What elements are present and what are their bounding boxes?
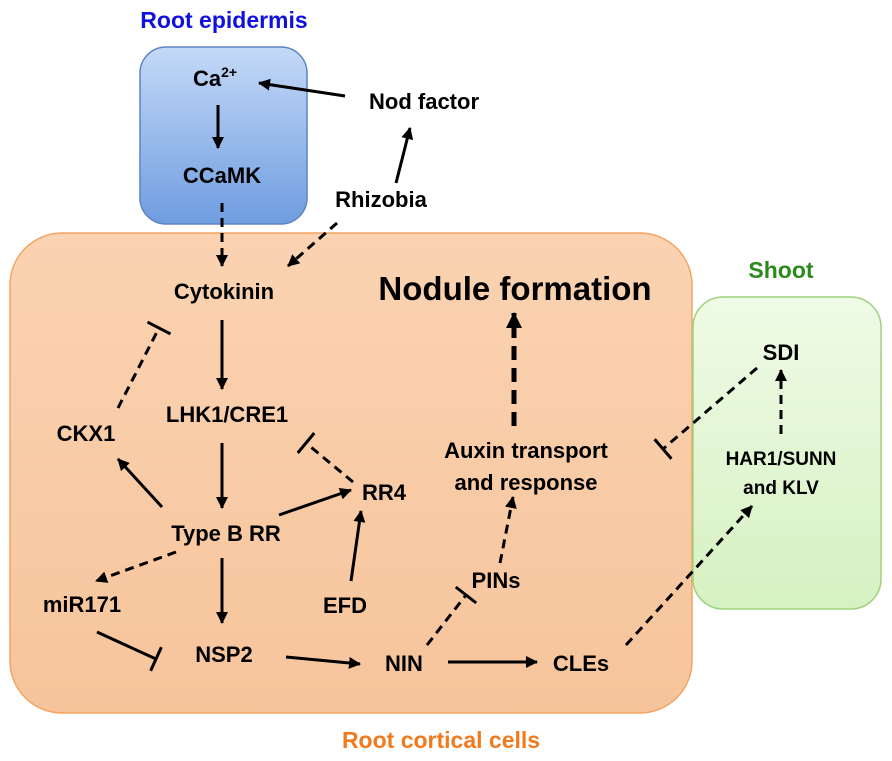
- edge-sdi-auxin: [653, 366, 758, 460]
- node-nodule-formation: Nodule formation: [378, 270, 651, 307]
- node-har1-line1: HAR1/SUNN: [726, 449, 837, 470]
- edge-nin-pins: [425, 585, 478, 646]
- node-nin: NIN: [385, 651, 423, 676]
- node-rr4: RR4: [362, 480, 407, 505]
- node-ca2plus-base: Ca: [193, 66, 222, 91]
- edge-rr4-lhk1: [296, 432, 354, 484]
- node-pins: PINs: [472, 568, 521, 593]
- edge-efd-rr4: [349, 510, 366, 582]
- edge-rhizobia-nodfactor: [394, 127, 414, 184]
- edge-mir171-nsp2: [96, 630, 163, 672]
- node-rhizobia: Rhizobia: [335, 187, 427, 212]
- edge-typebrr-ckx1: [116, 457, 164, 509]
- nodes: Ca2+ Nod factor CCaMK Rhizobia Cytokinin…: [43, 64, 837, 676]
- node-ccamk: CCaMK: [183, 163, 261, 188]
- node-ckx1: CKX1: [57, 421, 116, 446]
- cortical-region-box: [9, 232, 693, 714]
- node-har1-line2: and KLV: [743, 478, 819, 499]
- cortical-title: Root cortical cells: [342, 727, 540, 753]
- node-nsp2: NSP2: [195, 642, 252, 667]
- node-auxin-line1: Auxin transport: [444, 438, 608, 463]
- shoot-title: Shoot: [748, 257, 813, 283]
- node-ca2plus-superscript: 2+: [221, 64, 237, 80]
- node-ca2plus: Ca2+: [193, 64, 237, 91]
- edge-nsp2-nin: [285, 655, 361, 669]
- node-lhk1-cre1: LHK1/CRE1: [166, 402, 288, 427]
- shoot-region-box: [692, 296, 882, 610]
- node-mir171: miR171: [43, 592, 121, 617]
- epidermis-title: Root epidermis: [140, 7, 307, 33]
- edges: [95, 78, 787, 672]
- edge-cles-har1: [624, 504, 754, 647]
- edge-typebrr-rr4: [278, 487, 352, 517]
- node-auxin-line2: and response: [454, 470, 597, 495]
- edge-rhizobia-cytokinin: [287, 221, 338, 268]
- edge-nodfactor-ca: [258, 78, 346, 98]
- node-cytokinin: Cytokinin: [174, 279, 274, 304]
- node-nod-factor: Nod factor: [369, 89, 479, 114]
- node-type-b-rr: Type B RR: [171, 521, 281, 546]
- edge-pins-auxin: [498, 496, 517, 564]
- node-efd: EFD: [323, 593, 367, 618]
- node-sdi: SDI: [763, 340, 800, 365]
- node-cles: CLEs: [553, 651, 609, 676]
